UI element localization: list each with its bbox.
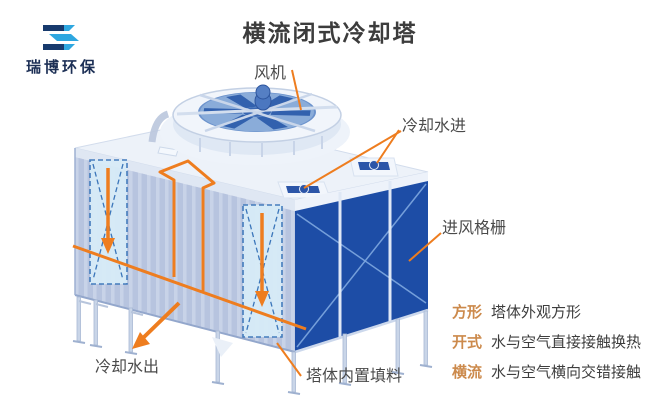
pointer-line-water-inlet bbox=[303, 130, 402, 189]
airflow-up-arrow-icon bbox=[158, 159, 216, 291]
legend-desc: 水与空气直接接触换热 bbox=[491, 334, 642, 351]
roof-hatch-icon bbox=[157, 146, 179, 157]
page-title: 横流闭式冷却塔 bbox=[242, 20, 418, 46]
label-fan: 风机 bbox=[254, 65, 287, 82]
tower-right-face bbox=[294, 172, 429, 354]
tower-front-face bbox=[74, 148, 296, 353]
water-inlet-pipe-icon bbox=[349, 157, 399, 177]
company-logo-icon bbox=[43, 25, 79, 50]
legend: 方形 塔体外观方形 开式 水与空气直接接触换热 横流 水与空气横向交错接触 bbox=[452, 301, 641, 391]
water-flow-line bbox=[72, 244, 307, 331]
pointer-line-water-inlet bbox=[376, 129, 400, 164]
pointer-line-filler bbox=[276, 342, 302, 377]
label-water-outlet: 冷却水出 bbox=[95, 359, 160, 376]
label-water-inlet: 冷却水进 bbox=[402, 118, 467, 135]
legend-desc: 塔体外观方形 bbox=[491, 304, 582, 321]
company-name: 瑞博环保 bbox=[26, 59, 99, 76]
pointer-line-fan bbox=[291, 69, 302, 111]
pointer-line-grille bbox=[408, 232, 442, 262]
legend-term: 方形 bbox=[452, 304, 483, 321]
legend-row-square: 方形 塔体外观方形 bbox=[452, 301, 641, 322]
roof-pipe-icon bbox=[148, 110, 170, 143]
legend-term: 开式 bbox=[452, 334, 483, 351]
base-gusset bbox=[212, 337, 233, 357]
flow-annotations bbox=[72, 69, 442, 377]
company-logo: 瑞博环保 bbox=[26, 24, 146, 77]
fan-support-bar bbox=[176, 105, 338, 116]
water-outlet-arrow-icon bbox=[141, 301, 181, 340]
legend-row-open: 开式 水与空气直接接触换热 bbox=[452, 331, 641, 352]
legend-term: 横流 bbox=[452, 364, 483, 381]
legend-desc: 水与空气横向交错接触 bbox=[491, 364, 642, 381]
legend-row-crossflow: 横流 水与空气横向交错接触 bbox=[452, 361, 641, 382]
fan-icon bbox=[160, 84, 350, 165]
label-air-inlet-grille: 进风格栅 bbox=[442, 220, 507, 237]
tower-legs bbox=[72, 296, 433, 395]
fan-shroud-ribs bbox=[199, 136, 323, 157]
label-internal-filler: 塔体内置填料 bbox=[306, 368, 403, 385]
fan-support-bar bbox=[204, 92, 313, 133]
